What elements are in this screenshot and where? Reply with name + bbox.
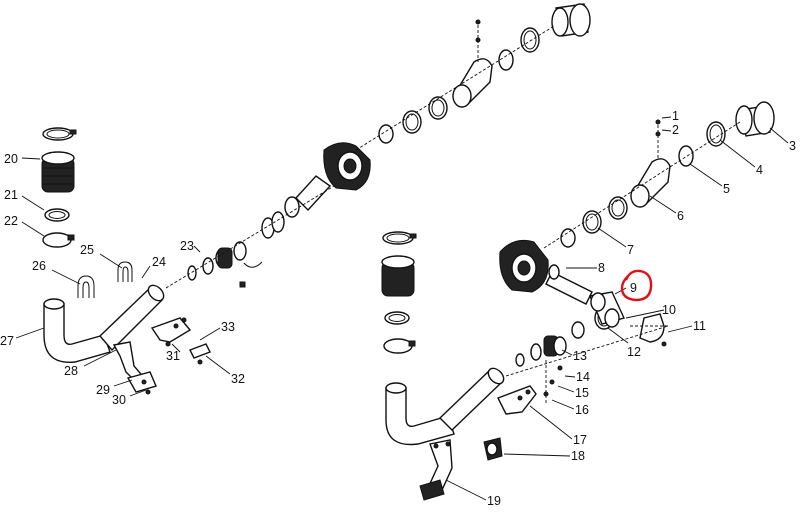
callout-4: 4: [756, 163, 763, 177]
callout-33: 33: [221, 320, 235, 334]
part-clamp-18: [483, 437, 503, 461]
callout-25: 25: [80, 243, 94, 257]
part-pipe-left: [99, 284, 165, 352]
part-ring-21: [44, 208, 70, 222]
callout-15: 15: [575, 386, 589, 400]
part-bolts-14-15: [543, 360, 563, 404]
part-clamp-right: [383, 338, 416, 354]
part-ubolt-25: [117, 261, 133, 282]
callout-labels: 1 2 3 4 5 6 7 8 9 10 11 12 13 14 15 16 1…: [0, 109, 796, 508]
callout-27: 27: [0, 334, 14, 348]
part-rings-upper-left: [378, 3, 591, 144]
callout-31: 31: [166, 349, 180, 363]
part-clamp-top-left: [42, 127, 77, 141]
centerlines-left: [165, 25, 555, 289]
highlight-circle: [620, 269, 653, 302]
callout-17: 17: [573, 433, 587, 447]
part-sleeve-9: [589, 291, 625, 328]
callout-8: 8: [598, 261, 605, 275]
part-bracket-17: [497, 385, 537, 415]
callout-2: 2: [672, 123, 679, 137]
callout-23: 23: [180, 239, 194, 253]
part-turbo-left: [323, 142, 371, 191]
part-rings-upper-right: [560, 101, 775, 248]
callout-28: 28: [64, 364, 78, 378]
callout-6: 6: [677, 209, 684, 223]
callout-13: 13: [573, 349, 587, 363]
callout-21: 21: [4, 188, 18, 202]
part-turbo-right: [499, 239, 549, 293]
callout-20: 20: [4, 152, 18, 166]
callout-24: 24: [152, 255, 166, 269]
right-assembly: [381, 101, 775, 501]
part-bracket-28: [112, 341, 157, 395]
callout-12: 12: [627, 345, 641, 359]
part-pipe-8: [545, 264, 593, 305]
part-clamp-32: [189, 343, 211, 365]
part-bracket-31: [150, 317, 192, 347]
callout-7: 7: [627, 243, 634, 257]
centerlines-right: [505, 121, 741, 377]
leader-lines: [15, 116, 789, 501]
callout-5: 5: [723, 182, 730, 196]
callout-30: 30: [112, 393, 126, 407]
callout-1: 1: [672, 109, 679, 123]
callout-22: 22: [4, 214, 18, 228]
part-clamp-22: [42, 232, 75, 248]
left-assembly: [41, 3, 591, 395]
part-elbow-pipe-27: [43, 298, 111, 363]
callout-9: 9: [630, 281, 637, 295]
part-pipe-right: [438, 367, 505, 431]
part-bellows-20: [41, 151, 75, 193]
callout-26: 26: [32, 259, 46, 273]
callout-18: 18: [571, 449, 585, 463]
callout-16: 16: [575, 403, 589, 417]
callout-11: 11: [693, 319, 706, 333]
callout-3: 3: [789, 139, 796, 153]
part-duct-left-upper: [261, 175, 332, 239]
callout-10: 10: [662, 303, 676, 317]
part-clamp-top-right: [382, 231, 417, 245]
callout-19: 19: [487, 494, 501, 508]
callout-14: 14: [576, 370, 590, 384]
part-ubolt-26: [77, 275, 95, 298]
callout-32: 32: [231, 372, 245, 386]
part-ring-right: [384, 311, 410, 325]
part-bellows-right: [381, 255, 415, 297]
part-bracket-19: [419, 439, 453, 501]
callout-29: 29: [96, 383, 110, 397]
part-rings-23: [187, 241, 263, 288]
part-bracket-10: [630, 313, 668, 347]
